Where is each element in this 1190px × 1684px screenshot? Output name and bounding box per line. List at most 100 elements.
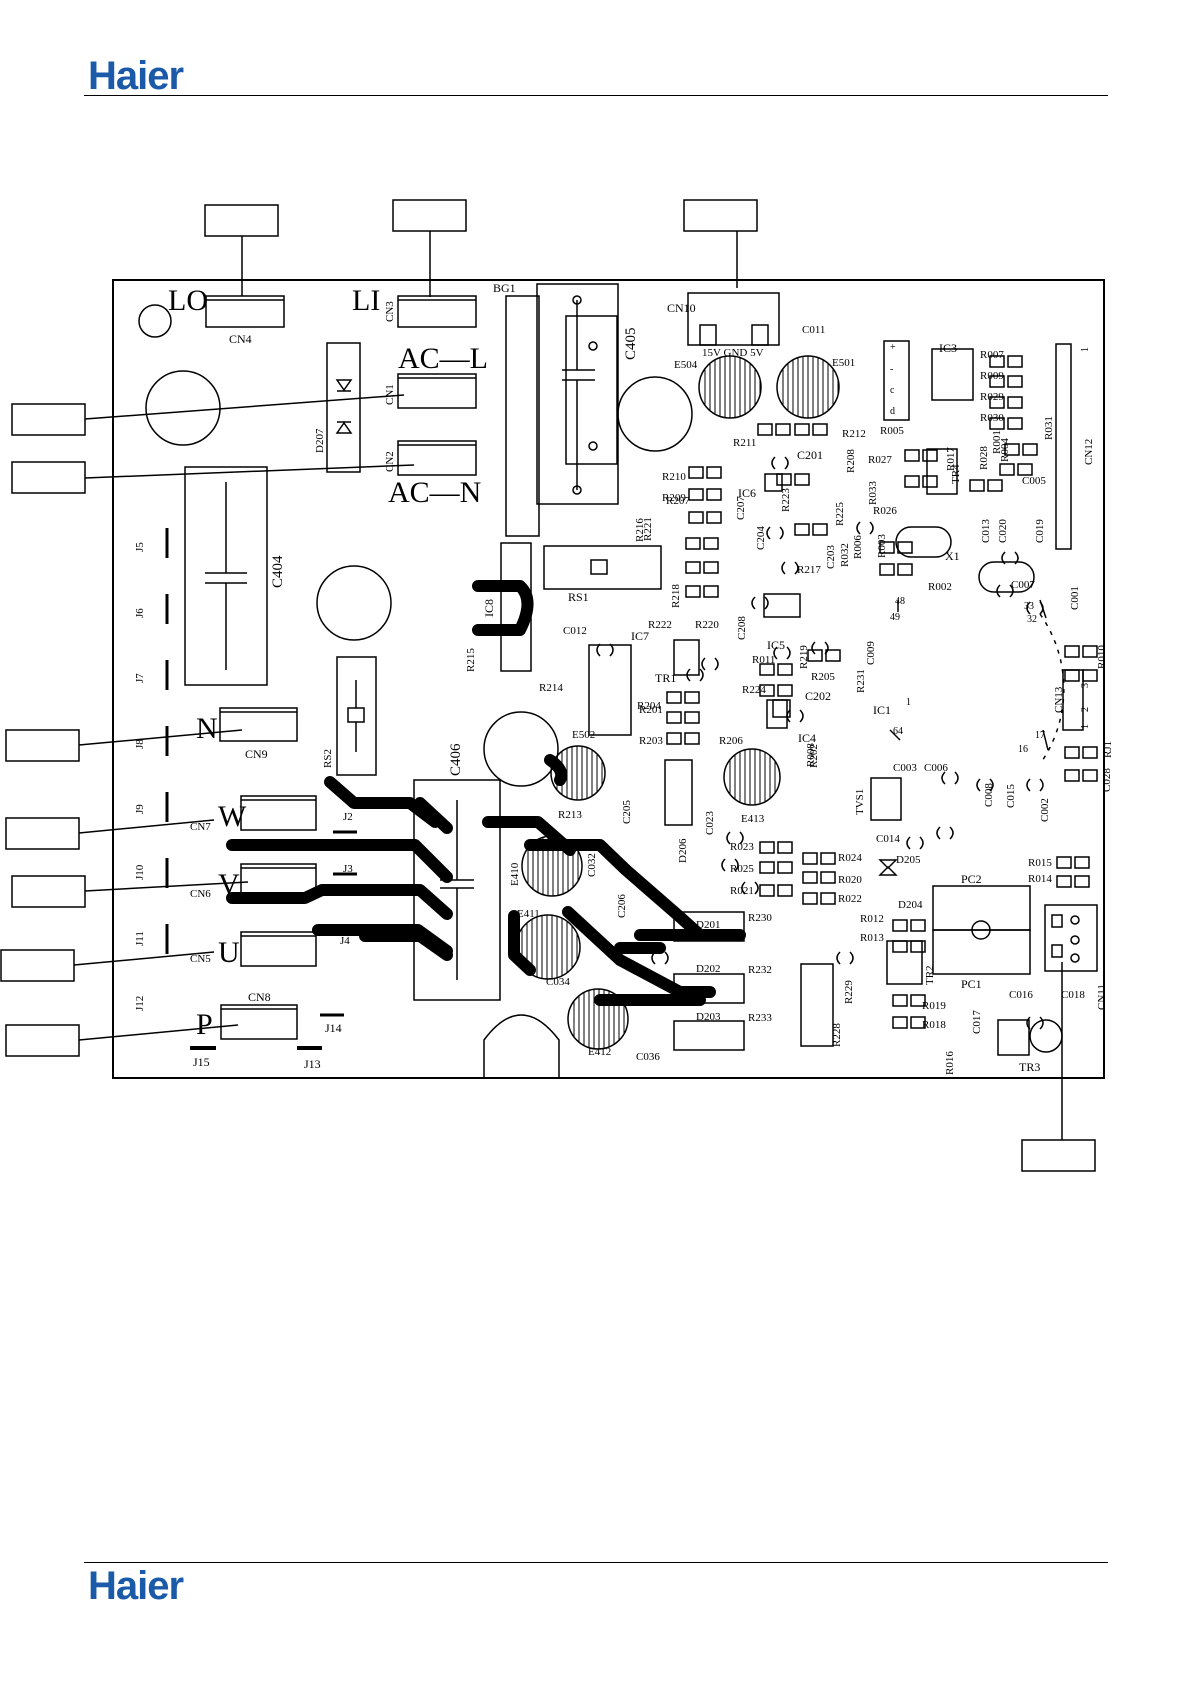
pin-marker: [889, 729, 901, 741]
smd-capacitor: [811, 641, 816, 655]
resistor-label: R213: [558, 809, 582, 821]
pin-number: d: [890, 406, 895, 417]
component-label: C007: [1011, 579, 1035, 591]
resistor-label: R028: [978, 446, 990, 470]
smd-pad: [879, 563, 895, 576]
component-label: J14: [325, 1021, 342, 1035]
smd-capacitor: [836, 951, 841, 965]
smd-pad: [802, 852, 818, 865]
smd-capacitor: [976, 778, 981, 792]
component-label: E411: [517, 908, 540, 920]
transistor-tr1: [673, 639, 700, 676]
pin: [572, 485, 582, 495]
relay-coil: [590, 559, 608, 575]
transistor-tr4: [926, 448, 958, 495]
resistor-label: R220: [695, 619, 719, 631]
ic-small: [763, 593, 801, 618]
diode-symbol: [335, 421, 353, 434]
component-label: PC2: [961, 872, 982, 886]
smd-pad: [703, 537, 719, 550]
component-label: CN2: [384, 451, 396, 472]
component-label: C001: [1069, 586, 1081, 610]
smd-pad: [969, 479, 985, 492]
component-label: CN5: [190, 953, 211, 965]
smd-capacitor: [721, 858, 726, 872]
resistor-label: R008: [805, 743, 817, 767]
smd-pad: [759, 663, 775, 676]
component-label: E412: [588, 1046, 611, 1058]
resistor-label: R013: [860, 932, 884, 944]
diode-symbol: [335, 379, 353, 392]
smd-pad: [1064, 645, 1080, 658]
connector-cn5: [240, 931, 317, 967]
component-label: E501: [832, 357, 855, 369]
smd-pad: [777, 684, 793, 697]
pin-marker: [1042, 729, 1049, 751]
component-label: TR3: [1019, 1060, 1040, 1074]
component-label: D202: [696, 963, 720, 975]
resistor-label: R204: [637, 700, 661, 712]
component-label: IC7: [631, 629, 649, 643]
smd-capacitor: [751, 596, 756, 610]
smd-capacitor: [596, 643, 601, 657]
smd-pad: [812, 423, 828, 436]
coil-c007: [978, 561, 1035, 593]
relay-rs1: [543, 545, 662, 590]
smd-pad: [989, 417, 1005, 430]
component-label: C036: [636, 1051, 660, 1063]
pin-number: 3: [1080, 683, 1091, 688]
pin-number: 1: [1080, 347, 1091, 352]
callout-box: [683, 199, 758, 232]
pc-notch: [971, 920, 991, 940]
pin: [751, 324, 769, 346]
resistor-label: R210: [662, 471, 686, 483]
smd-pad: [922, 449, 938, 462]
smd-pad: [776, 473, 792, 486]
smd-pad: [703, 585, 719, 598]
capacitor-inner: [565, 315, 618, 465]
smd-pad: [1082, 645, 1098, 658]
resistor-label: R221: [642, 517, 654, 541]
diode-d205: [878, 859, 898, 876]
smd-pad: [685, 561, 701, 574]
resistor-label: R014: [1028, 873, 1052, 885]
component-label: CN6: [190, 888, 211, 900]
smd-pad: [775, 423, 791, 436]
smd-pad: [820, 892, 836, 905]
smd-capacitor: [799, 709, 804, 723]
callout-box: [0, 949, 75, 982]
component-label: J4: [340, 935, 350, 947]
smd-pad: [685, 585, 701, 598]
smd-capacitor: [1014, 551, 1019, 565]
pin-slot: [1051, 944, 1063, 958]
smd-pad: [666, 691, 682, 704]
connector-cn1: [397, 373, 477, 409]
component-label: TR2: [924, 965, 936, 985]
electrolytic-e413: [723, 748, 781, 806]
label-p: P: [196, 1008, 213, 1041]
resistor-label: R033: [867, 481, 879, 505]
board-outline: [112, 279, 1105, 1079]
component-label: J7: [134, 673, 146, 683]
power-trace: [544, 754, 568, 786]
component-label: C003: [893, 762, 917, 774]
smd-pad: [684, 732, 700, 745]
power-trace: [508, 910, 536, 976]
pin: [1070, 953, 1080, 963]
component-label: IC1: [873, 703, 891, 717]
resistor-label: R219: [798, 645, 810, 669]
component-label: CN11: [1096, 984, 1108, 1010]
transistor-tr2: [886, 940, 923, 985]
smd-pad: [794, 523, 810, 536]
smd-capacitor: [773, 646, 778, 660]
resistor-label: R023: [730, 841, 754, 853]
smd-capacitor: [754, 881, 759, 895]
component-label: CN4: [229, 332, 252, 346]
callout-box: [5, 1024, 80, 1057]
ic3: [931, 348, 974, 401]
resistor-label: R222: [648, 619, 672, 631]
smd-pad: [910, 940, 926, 953]
resistor-label: R215: [465, 648, 477, 672]
pin-slot: [1051, 914, 1063, 928]
optocoupler-pc2: [932, 885, 1031, 931]
